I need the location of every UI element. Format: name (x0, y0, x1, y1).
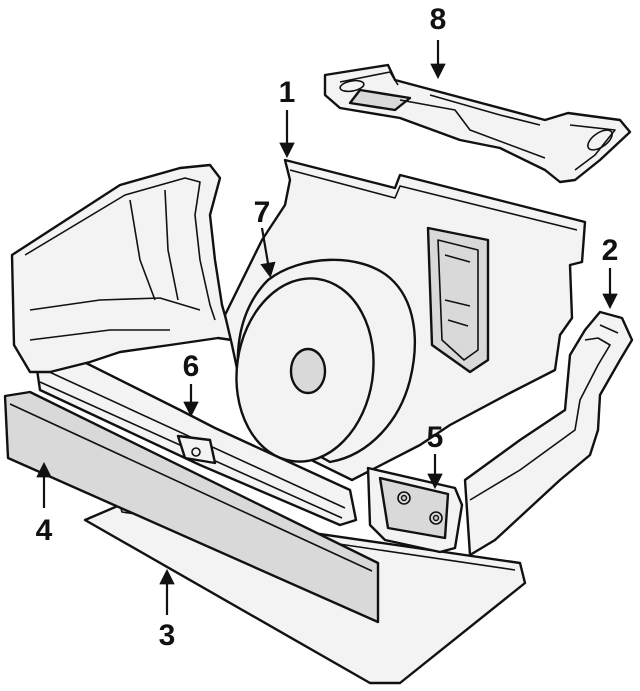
callout-3: 3 (159, 619, 176, 652)
callout-labels: 8 1 2 7 6 5 4 3 (36, 3, 619, 652)
callout-2: 2 (602, 234, 619, 267)
left-side-liner (10, 163, 234, 374)
leader-7 (260, 227, 276, 279)
spare-tire-cover-part-7 (235, 258, 416, 464)
callout-8: 8 (430, 3, 447, 36)
jack-tray-part-8 (323, 63, 632, 184)
sill-trim-panel-part-4 (3, 390, 380, 624)
leader-lines (36, 40, 618, 615)
callout-1: 1 (279, 76, 296, 109)
rear-trim-strip-part-6 (33, 348, 358, 527)
callout-4: 4 (36, 514, 53, 547)
bracket-part-5 (366, 466, 464, 554)
callout-6: 6 (183, 350, 200, 383)
right-side-liner-part-2 (463, 310, 634, 557)
callout-7: 7 (254, 196, 271, 229)
callout-5: 5 (427, 421, 444, 454)
